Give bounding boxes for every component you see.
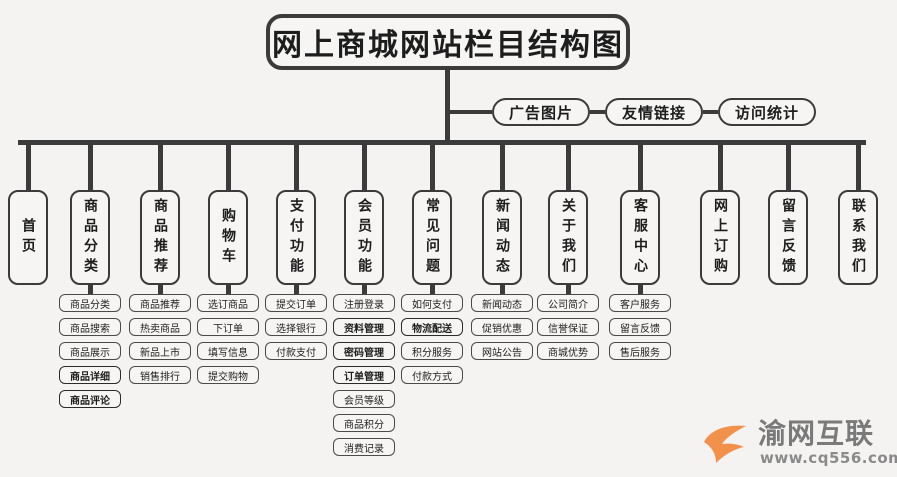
column-stub-line-6 [361,285,367,294]
sub-item[interactable]: 积分服务 [401,342,463,360]
column-node-10[interactable]: 客服中心 [620,190,660,285]
sub-item[interactable]: 留言反馈 [609,318,671,336]
logo-name: 渝网互联 [758,417,875,450]
sub-item[interactable]: 商品推荐 [129,294,191,312]
sub-item[interactable]: 订单管理 [333,366,395,384]
column-drop-line-3 [157,140,163,192]
column-drop-line-4 [225,140,231,192]
column-stub-line-7 [429,285,435,294]
sub-item[interactable]: 消费记录 [333,438,395,456]
sub-item[interactable]: 付款支付 [265,342,327,360]
sub-item[interactable]: 物流配送 [401,318,463,336]
column-drop-line-11 [717,140,723,192]
sub-item[interactable]: 付款方式 [401,366,463,384]
sub-item[interactable]: 公司简介 [537,294,599,312]
column-node-label: 支付功能 [288,197,304,278]
column-drop-line-8 [499,140,505,192]
sub-item[interactable]: 售后服务 [609,342,671,360]
side-connector-1 [590,110,605,114]
sub-item[interactable]: 注册登录 [333,294,395,312]
swoosh-icon [700,422,752,466]
column-drop-line-13 [855,140,861,192]
column-node-label: 商品推荐 [152,197,168,278]
sub-item[interactable]: 新闻动态 [471,294,533,312]
column-stub-line-9 [565,285,571,294]
sub-item[interactable]: 提交购物 [197,366,259,384]
sub-item[interactable]: 促销优惠 [471,318,533,336]
column-node-13[interactable]: 联系我们 [838,190,878,285]
column-node-label: 商品分类 [82,197,98,278]
sub-item[interactable]: 商品积分 [333,414,395,432]
sub-item[interactable]: 新品上市 [129,342,191,360]
column-node-3[interactable]: 商品推荐 [140,190,180,285]
column-node-1[interactable]: 首页 [8,190,48,285]
column-node-9[interactable]: 关于我们 [548,190,588,285]
column-stub-line-8 [499,285,505,294]
column-node-4[interactable]: 购物车 [208,190,248,285]
side-branch-line [448,110,492,114]
sub-item[interactable]: 热卖商品 [129,318,191,336]
sub-item[interactable]: 选订商品 [197,294,259,312]
column-drop-line-10 [637,140,643,192]
trunk-line [445,70,450,142]
sub-item[interactable]: 网站公告 [471,342,533,360]
side-node-1[interactable]: 广告图片 [492,98,590,126]
column-stub-line-5 [293,285,299,294]
column-node-label: 常见问题 [424,197,440,278]
column-stub-line-4 [225,285,231,294]
sub-item[interactable]: 商品评论 [59,390,121,408]
column-node-label: 联系我们 [850,197,866,278]
column-node-12[interactable]: 留言反馈 [768,190,808,285]
column-node-label: 关于我们 [560,197,576,278]
sub-item[interactable]: 信誉保证 [537,318,599,336]
sub-item[interactable]: 密码管理 [333,342,395,360]
column-node-2[interactable]: 商品分类 [70,190,110,285]
column-stub-line-2 [87,285,93,294]
sub-item[interactable]: 会员等级 [333,390,395,408]
column-node-7[interactable]: 常见问题 [412,190,452,285]
column-drop-line-6 [361,140,367,192]
column-drop-line-5 [293,140,299,192]
column-node-label: 会员功能 [356,197,372,278]
column-node-5[interactable]: 支付功能 [276,190,316,285]
column-node-11[interactable]: 网上订购 [700,190,740,285]
main-bus-line [18,140,866,145]
sub-item[interactable]: 商品搜索 [59,318,121,336]
column-stub-line-3 [157,285,163,294]
column-drop-line-9 [565,140,571,192]
column-node-label: 留言反馈 [780,197,796,278]
sub-item[interactable]: 客户服务 [609,294,671,312]
page-title: 网上商城网站栏目结构图 [266,14,630,70]
sub-item[interactable]: 填写信息 [197,342,259,360]
sub-item[interactable]: 下订单 [197,318,259,336]
column-stub-line-10 [637,285,643,294]
sub-item[interactable]: 销售排行 [129,366,191,384]
column-drop-line-12 [785,140,791,192]
side-connector-2 [703,110,718,114]
sub-item[interactable]: 商品分类 [59,294,121,312]
column-node-6[interactable]: 会员功能 [344,190,384,285]
sub-item[interactable]: 商品详细 [59,366,121,384]
logo-url: www.cq556.com [760,449,897,467]
sub-item[interactable]: 商品展示 [59,342,121,360]
column-drop-line-1 [25,140,31,192]
column-node-label: 首页 [20,217,36,258]
sub-item[interactable]: 选择银行 [265,318,327,336]
side-node-2[interactable]: 友情链接 [605,98,703,126]
column-node-label: 购物车 [220,207,236,268]
column-node-8[interactable]: 新闻动态 [482,190,522,285]
sub-item[interactable]: 商城优势 [537,342,599,360]
sub-item[interactable]: 如何支付 [401,294,463,312]
side-node-3[interactable]: 访问统计 [718,98,816,126]
column-node-label: 客服中心 [632,197,648,278]
column-drop-line-2 [87,140,93,192]
sub-item[interactable]: 资料管理 [333,318,395,336]
column-node-label: 新闻动态 [494,197,510,278]
column-node-label: 网上订购 [712,197,728,278]
sub-item[interactable]: 提交订单 [265,294,327,312]
column-drop-line-7 [429,140,435,192]
